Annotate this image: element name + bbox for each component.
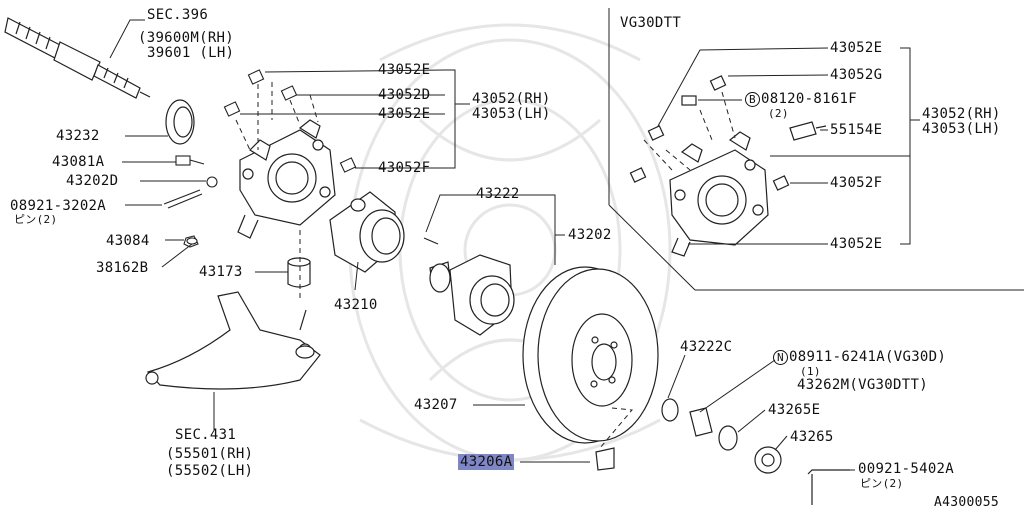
label-43207[interactable]: 43207 xyxy=(414,397,458,413)
vg-label-43052e-top[interactable]: 43052E xyxy=(830,40,883,56)
label-43202d[interactable]: 43202D xyxy=(66,173,119,189)
label-43084[interactable]: 43084 xyxy=(106,233,150,249)
label-43173[interactable]: 43173 xyxy=(199,264,243,280)
leader-lines xyxy=(109,19,920,471)
b-mark-icon: B xyxy=(745,92,760,107)
label-43052-rh[interactable]: 43052(RH) xyxy=(472,91,551,107)
knuckle-left-drawing xyxy=(237,119,336,239)
label-43202[interactable]: 43202 xyxy=(568,227,612,243)
n-mark-icon: N xyxy=(773,350,788,365)
vg-label-43052e-bottom[interactable]: 43052E xyxy=(830,236,883,252)
label-00921-pin: ピン(2) xyxy=(860,477,904,490)
label-38162b[interactable]: 38162B xyxy=(96,260,149,276)
oil-seal-43232 xyxy=(165,99,195,145)
label-43262m[interactable]: 43262M(VG30DTT) xyxy=(797,377,928,393)
label-n-qty: (1) xyxy=(800,365,821,378)
label-43222c[interactable]: 43222C xyxy=(680,339,733,355)
bolt-parts xyxy=(163,69,357,248)
label-43052d[interactable]: 43052D xyxy=(378,87,431,103)
label-08921-pin: ピン(2) xyxy=(14,213,58,226)
label-43265e[interactable]: 43265E xyxy=(768,402,821,418)
diagram-code: A4300055 xyxy=(934,495,1000,510)
sec431-rh: (55501(RH) xyxy=(166,446,254,462)
label-00921-5402a[interactable]: 00921-5402A xyxy=(858,461,955,477)
label-43232[interactable]: 43232 xyxy=(56,128,100,144)
sec396-title[interactable]: SEC.396 xyxy=(147,7,209,23)
vg-label-43052f[interactable]: 43052F xyxy=(830,175,883,191)
vg-label-43053-lh[interactable]: 43053(LH) xyxy=(922,121,1001,137)
hub-43210 xyxy=(329,191,405,273)
highlight-43206a: 43206A xyxy=(458,454,515,470)
bushing-43173 xyxy=(287,257,311,288)
sec431-lh: (55502(LH) xyxy=(166,463,254,479)
label-08921-3202a[interactable]: 08921-3202A xyxy=(10,198,107,214)
lower-arm-drawing xyxy=(145,291,321,390)
washer-nut-parts xyxy=(595,398,850,505)
sec431-title[interactable]: SEC.431 xyxy=(175,427,237,443)
vg-label-55154e[interactable]: 55154E xyxy=(830,122,883,138)
label-43210[interactable]: 43210 xyxy=(334,297,378,313)
vg30dtt-label: VG30DTT xyxy=(620,15,682,31)
label-43052e-top[interactable]: 43052E xyxy=(378,62,431,78)
label-43222[interactable]: 43222 xyxy=(476,186,520,202)
label-43265[interactable]: 43265 xyxy=(790,429,834,445)
vg-label-43052g[interactable]: 43052G xyxy=(830,67,883,83)
brake-rotor-43207 xyxy=(522,266,659,444)
label-43053-lh[interactable]: 43053(LH) xyxy=(472,106,551,122)
sec396-rh: (39600M(RH) xyxy=(138,30,235,46)
vg-label-b-qty: (2) xyxy=(768,107,789,120)
vg-label-43052-rh[interactable]: 43052(RH) xyxy=(922,106,1001,122)
label-43052f[interactable]: 43052F xyxy=(378,160,431,176)
b-part-text: 08120-8161F xyxy=(761,91,858,107)
label-43081a[interactable]: 43081A xyxy=(52,154,105,170)
vg30dtt-frame xyxy=(608,8,1024,291)
dashed-guides xyxy=(235,82,736,449)
label-43052e-mid[interactable]: 43052E xyxy=(378,106,431,122)
sec396-lh: 39601 (LH) xyxy=(147,45,235,61)
drive-shaft-drawing xyxy=(4,17,151,99)
n-part-text: 08911-6241A(VG30D) xyxy=(789,349,947,365)
knuckle-vg30dtt-drawing xyxy=(629,75,827,257)
label-43206a[interactable]: 43206A xyxy=(458,454,515,470)
axle-hub-43202 xyxy=(423,237,515,336)
